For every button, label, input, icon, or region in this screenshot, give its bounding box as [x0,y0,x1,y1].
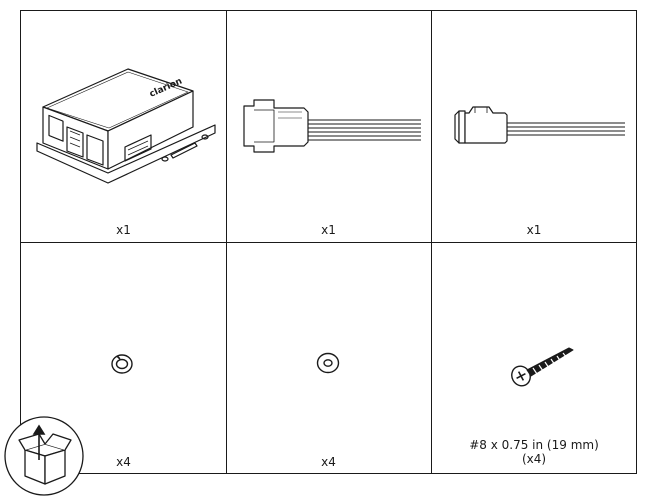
wire-harness-plug-icon [454,106,625,144]
quantity-label: x4 [116,455,131,469]
open-box-unpack-icon [4,416,84,496]
quantity-label: x1 [116,223,131,237]
part-cell-harness-a: x1 [226,11,431,242]
part-cell-harness-b: x1 [431,11,637,242]
parts-list-table: clarion x1 x1 [20,10,637,474]
part-cell-lock-washer: x4 [21,242,226,474]
row-divider [21,242,636,243]
quantity-label: (x4) [521,452,547,466]
quantity-label: x1 [526,223,542,237]
flat-washer-icon [316,352,340,374]
quantity-label: x4 [321,455,336,469]
amplifier-unit-icon: clarion [36,68,216,184]
lock-washer-icon [111,354,133,374]
screw-icon [511,347,574,387]
quantity-label: x1 [321,223,336,237]
part-cell-amplifier: clarion x1 [21,11,226,242]
part-cell-flat-washer: x4 [226,242,431,474]
screw-size-label: #8 x 0.75 in (19 mm) [469,438,599,452]
wire-harness-connector-icon [243,99,421,153]
part-cell-screw: #8 x 0.75 in (19 mm) (x4) [431,242,637,474]
